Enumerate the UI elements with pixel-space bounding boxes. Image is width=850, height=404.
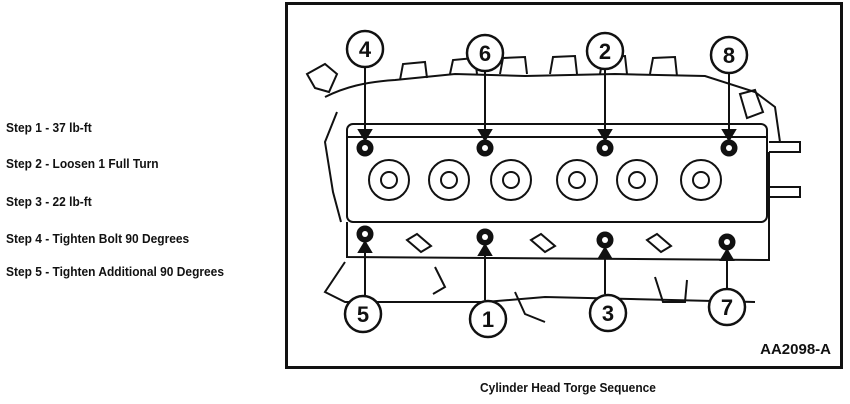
bolt-callout-3: 3	[602, 301, 614, 326]
bolt-callout-8: 8	[723, 43, 735, 68]
bolt-callout-5: 5	[357, 302, 369, 327]
step-5: Step 5 - Tighten Additional 90 Degrees	[6, 264, 224, 279]
valve-seats	[368, 159, 722, 201]
step-4: Step 4 - Tighten Bolt 90 Degrees	[6, 231, 190, 246]
callout-circles	[343, 29, 749, 339]
step-2: Step 2 - Loosen 1 Full Turn	[6, 156, 159, 171]
cylinder-head-drawing	[305, 54, 801, 323]
callout-leaders	[357, 68, 737, 300]
step-1: Step 1 - 37 lb-ft	[6, 120, 92, 135]
bolt-callout-2: 2	[599, 39, 611, 64]
figure-caption: Cylinder Head Torge Sequence	[480, 380, 656, 395]
cylinder-head-diagram: 4 6 2 8 5 1 3 7 AA2098-A	[285, 2, 843, 369]
bolt-callout-1: 1	[482, 307, 494, 332]
bolt-callout-7: 7	[721, 295, 733, 320]
figure-code: AA2098-A	[760, 341, 831, 358]
bolt-callout-4: 4	[359, 37, 372, 62]
bolt-callout-6: 6	[479, 41, 491, 66]
step-3: Step 3 - 22 lb-ft	[6, 194, 92, 209]
